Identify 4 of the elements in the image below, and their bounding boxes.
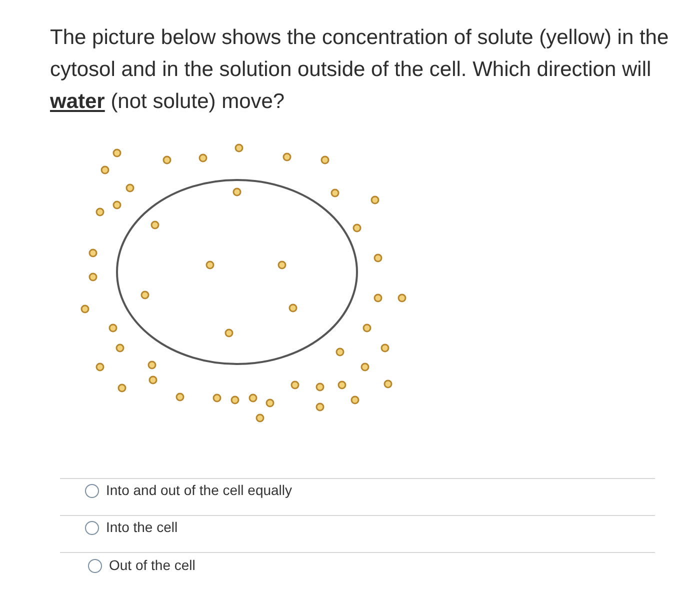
- answer-option: Out of the cell: [109, 557, 196, 573]
- question-text: The picture below shows the concentration of solute (yellow) in the cytosol and in the solution outside of the cell. Which direction will water (not solute) move?: [50, 25, 670, 115]
- answer-option: Into the cell: [106, 519, 178, 535]
- answer-option: Into and out of the cell equally: [106, 482, 292, 498]
